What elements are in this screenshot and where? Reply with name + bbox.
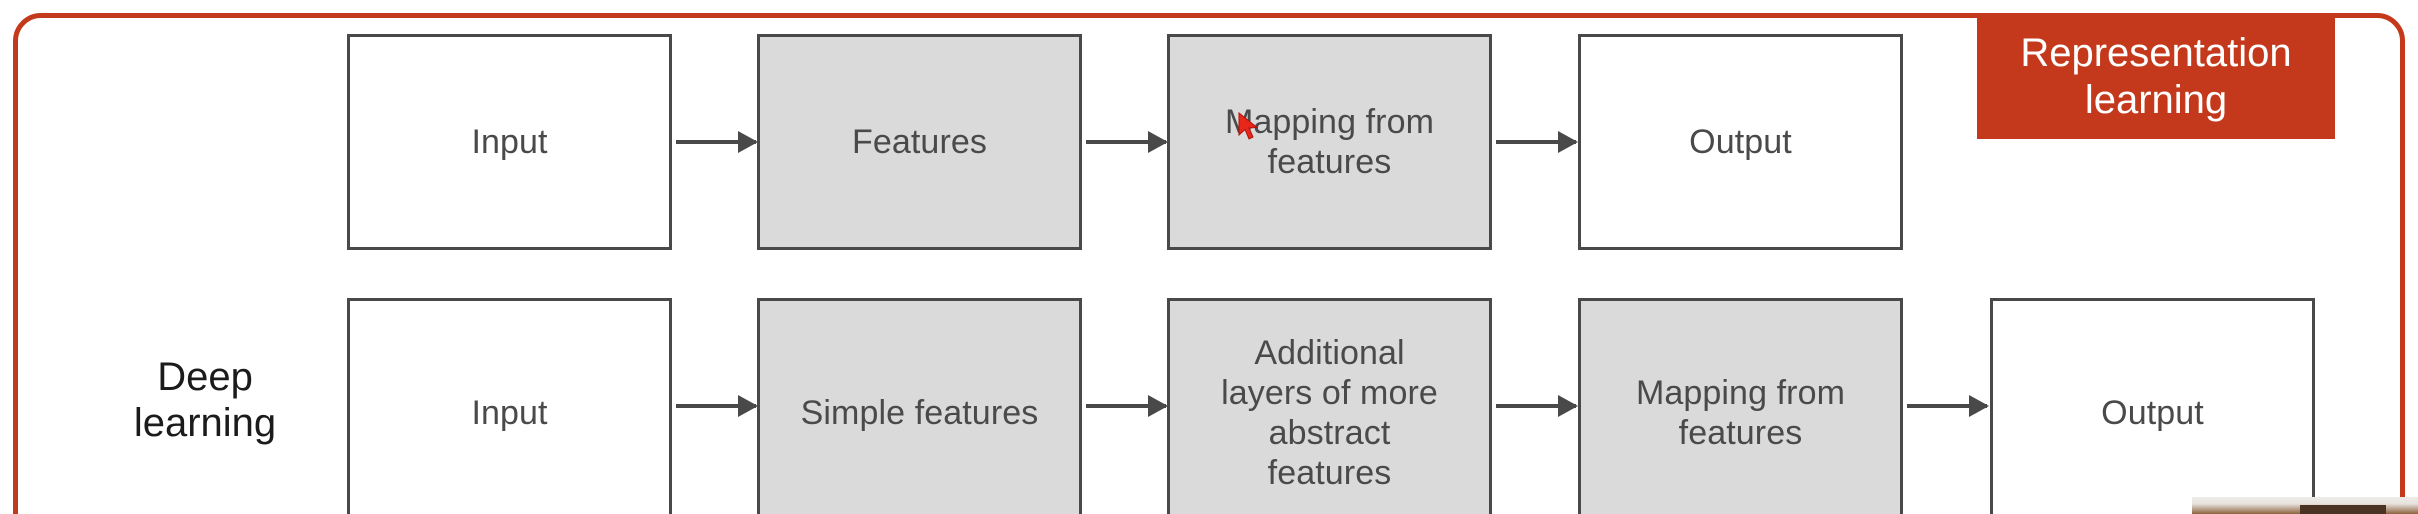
deep-learning-row-label: Deep learning xyxy=(90,355,320,446)
row2-box-output: Output xyxy=(1990,298,2315,514)
row1-box-features: Features xyxy=(757,34,1082,250)
row2-box-output-label: Output xyxy=(2101,393,2204,432)
row1-box-mapping-line1: Mapping from xyxy=(1224,102,1435,141)
row1-arrow-2 xyxy=(1086,140,1166,144)
row1-arrow-1 xyxy=(676,140,756,144)
row1-box-input-label: Input xyxy=(471,122,548,161)
row1-box-mapping-from-features: Mapping from features xyxy=(1167,34,1492,250)
row2-box-simple-features-label: Simple features xyxy=(800,393,1039,432)
row1-box-output: Output xyxy=(1578,34,1903,250)
row1-arrow-3 xyxy=(1496,140,1576,144)
row1-box-features-label: Features xyxy=(852,122,987,161)
video-overlay-dark-band xyxy=(2300,505,2386,514)
deep-learning-label-line2: learning xyxy=(133,400,277,445)
row2-arrow-1 xyxy=(676,404,756,408)
row2-box-input-label: Input xyxy=(471,393,548,432)
row2-box-mapping-line2: features xyxy=(1678,414,1803,452)
row2-box-additional-line2: layers of more xyxy=(1221,373,1438,412)
deep-learning-label-line1: Deep xyxy=(157,355,253,399)
row2-box-simple-features: Simple features xyxy=(757,298,1082,514)
representation-learning-banner: Representation learning xyxy=(1977,15,2335,139)
row2-box-additional-line3: abstract xyxy=(1268,414,1391,452)
mouse-cursor-arrow-icon xyxy=(1238,112,1259,140)
row1-box-output-label: Output xyxy=(1689,122,1792,161)
row2-arrow-4 xyxy=(1907,404,1987,408)
row2-arrow-2 xyxy=(1086,404,1166,408)
row2-box-additional-line4: features xyxy=(1267,454,1392,493)
row2-box-input: Input xyxy=(347,298,672,514)
banner-line2: learning xyxy=(2084,78,2228,122)
row1-box-input: Input xyxy=(347,34,672,250)
row2-box-mapping-from-features: Mapping from features xyxy=(1578,298,1903,514)
row2-box-additional-layers: Additional layers of more abstract featu… xyxy=(1167,298,1492,514)
row2-box-mapping-line1: Mapping from xyxy=(1635,373,1846,412)
row2-arrow-3 xyxy=(1496,404,1576,408)
banner-line1: Representation xyxy=(2020,30,2292,75)
row2-box-additional-line1: Additional xyxy=(1254,333,1405,372)
row1-box-mapping-line2: features xyxy=(1267,143,1392,181)
